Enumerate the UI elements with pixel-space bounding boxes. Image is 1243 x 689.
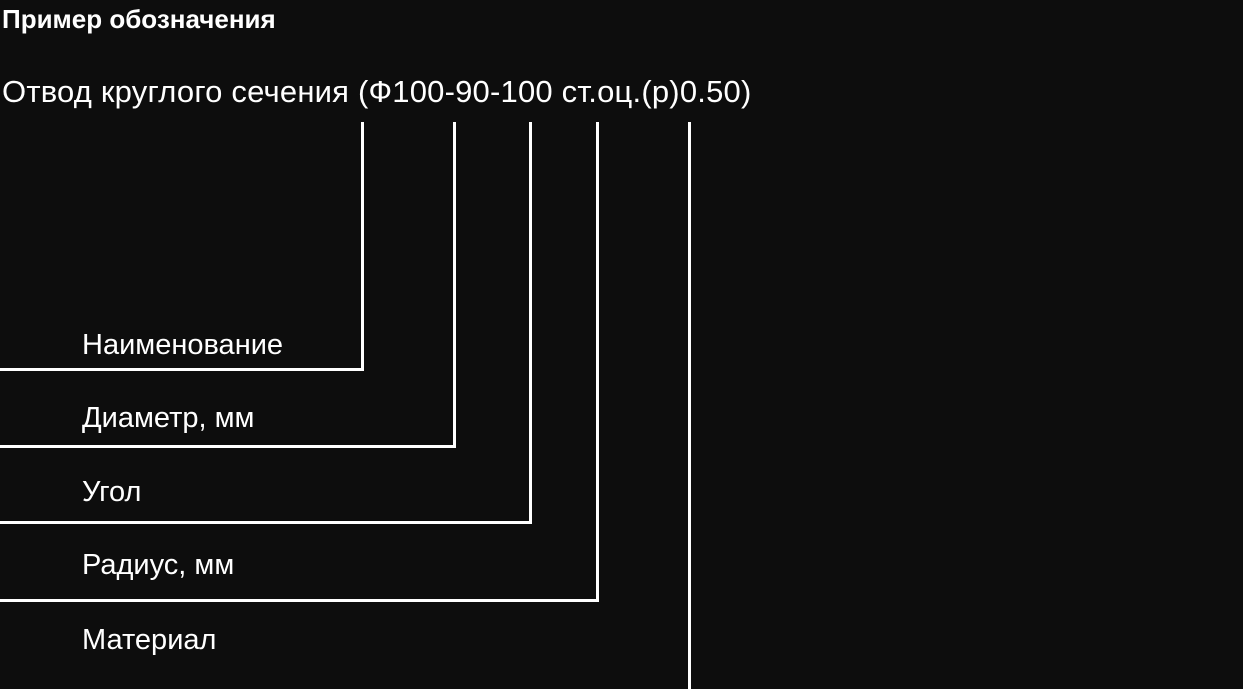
leader-line-diameter-vertical [453, 122, 456, 448]
label-material: Материал [82, 624, 217, 656]
label-angle: Угол [82, 476, 142, 508]
leader-line-angle-vertical [529, 122, 532, 524]
label-diameter: Диаметр, мм [82, 402, 255, 434]
leader-line-angle-horizontal [0, 521, 532, 524]
label-name: Наименование [82, 329, 284, 361]
leader-line-name-vertical [361, 122, 364, 371]
label-radius: Радиус, мм [82, 549, 235, 581]
leader-line-material-vertical [688, 122, 691, 689]
leader-line-name-horizontal [0, 368, 364, 371]
designation-example: Отвод круглого сечения (Ф100-90-100 ст.о… [2, 74, 752, 109]
page-title: Пример обозначения [2, 4, 276, 34]
leader-line-radius-horizontal [0, 599, 599, 602]
leader-line-radius-vertical [596, 122, 599, 602]
leader-line-diameter-horizontal [0, 445, 456, 448]
